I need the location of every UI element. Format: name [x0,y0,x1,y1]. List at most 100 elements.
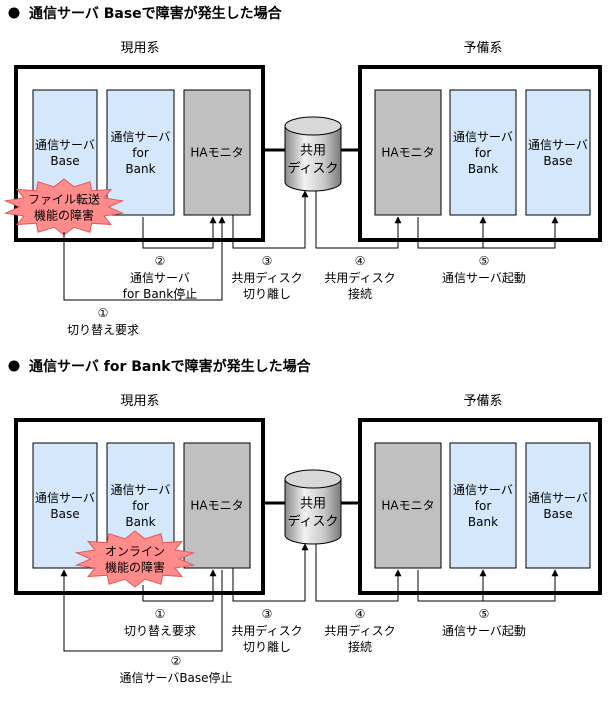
step3-label-number: ③ [262,607,273,621]
step2-label: ② 通信サーバBase停止 [119,654,232,685]
step1-label-text: 切り替え要求 [124,624,196,638]
step1-label-text: 切り替え要求 [67,323,139,337]
step3-label-text: 共用ディスク [231,270,302,285]
standby-server-for-bank-line: for [475,146,492,160]
standby-server-base-line: 通信サーバ [528,138,588,152]
step1-arrow [142,569,217,602]
shared-disk-icon: 共用ディスク [284,116,342,192]
step4-arrow [315,544,402,602]
active-server-base-line: 通信サーバ [35,138,95,152]
step2-label-text: 通信サーバ [130,271,190,285]
standby-ha-monitor: HAモニタ [374,442,442,569]
standby-server-for-bank-line: Bank [468,162,498,176]
standby-server-base-line: 通信サーバ [528,491,588,505]
active-ha-monitor: HAモニタ [183,442,251,569]
active-ha-monitor-label: HAモニタ [190,146,243,160]
step5-label-text: 通信サーバ起動 [442,271,526,285]
shared-disk-label-line: 共用 [300,497,326,512]
step2-label-number: ② [171,654,182,668]
step3-label-text: 切り離し [243,287,291,301]
step2-label-text: for Bank停止 [123,286,197,301]
standby-server-for-bank-line: Bank [468,515,498,529]
step4-label-text: 接続 [348,286,372,301]
standby-ha-monitor-label: HAモニタ [381,146,434,160]
active-system-label: 現用系 [120,41,159,56]
fault-label-line: 機能の障害 [105,559,165,574]
active-server-base: 通信サーバ Base [32,442,98,569]
active-ha-monitor-label: HAモニタ [190,499,243,513]
standby-system-label: 予備系 [463,393,502,409]
step2-arrow [60,569,223,652]
step4-label-text: 共用ディスク [324,270,395,285]
step3-arrow [232,543,309,602]
step3-label-text: 切り離し [243,640,291,654]
step5-label-number: ⑤ [479,607,490,621]
section-heading: 通信サーバ for Bankで障害が発生した場合 [29,358,312,375]
active-system-label: 現用系 [120,394,159,409]
step2-label-text: 通信サーバBase停止 [119,670,232,685]
standby-server-for-bank-line: 通信サーバ [453,483,513,497]
step5-line [417,569,559,602]
standby-ha-monitor: HAモニタ [374,89,442,216]
step5-label-number: ⑤ [479,254,490,268]
bullet-icon [8,7,20,19]
bullet-icon [8,360,20,372]
active-server-for-bank-line: for [132,499,149,513]
scenario2-section: 通信サーバ for Bankで障害が発生した場合現用系予備系通信サーバBase通… [8,358,602,685]
fault-label-line: オンライン [105,544,165,558]
step4-arrow [315,191,402,249]
standby-ha-monitor-label: HAモニタ [381,499,434,513]
standby-server-for-bank-line: 通信サーバ [453,130,513,144]
step1-label: ① 切り替え要求 [67,306,139,337]
section-heading: 通信サーバ Baseで障害が発生した場合 [29,5,283,22]
step3-label-number: ③ [262,254,273,268]
active-server-base-line: 通信サーバ [35,491,95,505]
active-ha-monitor: HAモニタ [183,89,251,216]
shared-disk-label-line: ディスク [287,161,338,177]
shared-disk-icon: 共用ディスク [284,469,342,545]
step2-arrow [142,216,217,249]
fault-label-line: 機能の障害 [34,207,94,222]
active-server-base-line: Base [50,154,79,168]
step5-line [417,216,559,249]
standby-server-base: 通信サーバ Base [525,89,591,216]
scenario1-section: 通信サーバ Baseで障害が発生した場合現用系予備系通信サーバBase通信サーバ… [3,5,602,337]
standby-server-base: 通信サーバ Base [525,442,591,569]
fault-label-line: ファイル転送 [28,191,100,206]
standby-server-for-bank-line: for [475,499,492,513]
shared-disk-label-line: 共用 [300,144,326,159]
step1-arrow [63,216,226,301]
standby-server-base-line: Base [543,154,572,168]
active-server-for-bank-line: Bank [125,515,155,529]
active-server-for-bank-line: 通信サーバ [111,130,171,144]
step1-label-number: ① [98,306,109,320]
step4-label-text: 共用ディスク [324,623,395,638]
active-server-for-bank-line: Bank [125,162,155,176]
active-server-for-bank-line: 通信サーバ [111,483,171,497]
step3-arrow [232,190,309,249]
step5-label-text: 通信サーバ起動 [442,624,526,638]
step4-label-number: ④ [355,254,366,268]
standby-server-base-line: Base [543,507,572,521]
step4-label-text: 接続 [348,639,372,654]
step1-label-number: ① [155,607,166,621]
active-server-for-bank-line: for [132,146,149,160]
step4-label-number: ④ [355,607,366,621]
step5-label: ⑤ 通信サーバ起動 [442,254,526,285]
step3-label-text: 共用ディスク [231,623,302,638]
step5-label: ⑤ 通信サーバ起動 [442,607,526,638]
active-server-base-line: Base [50,507,79,521]
step1-label: ① 切り替え要求 [124,607,196,638]
standby-system-label: 予備系 [463,40,502,56]
step2-label-number: ② [155,254,166,268]
